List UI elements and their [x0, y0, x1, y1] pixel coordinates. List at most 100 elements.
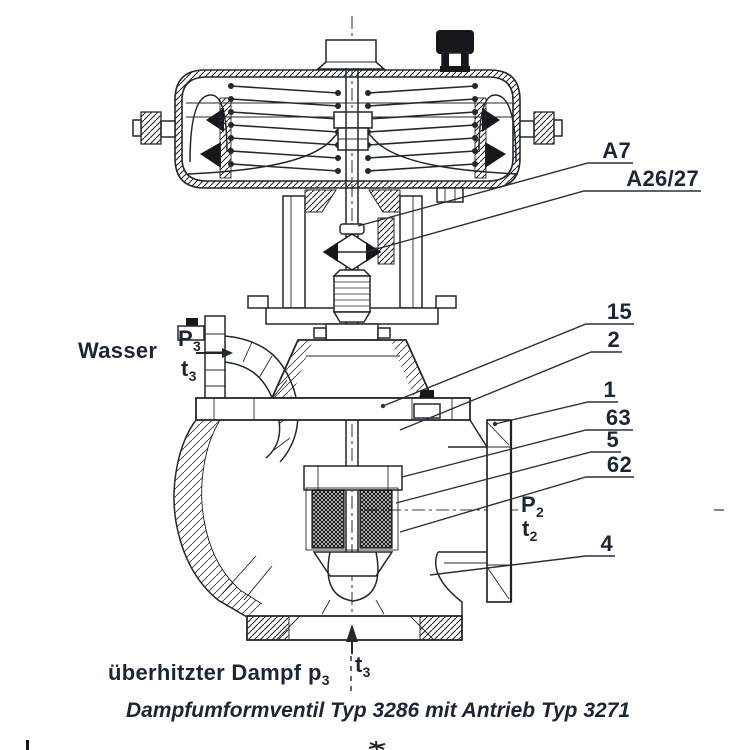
vent-plug-cap — [436, 30, 474, 54]
outlet-pressure-label: P2 — [521, 492, 544, 520]
coupling-bevel-bottom — [332, 311, 372, 323]
clamp-bolt — [177, 325, 205, 341]
actuator-top-boss — [316, 39, 386, 70]
part-label-a26-27: A26/27 — [626, 166, 699, 191]
yoke-column-left — [282, 195, 306, 309]
fitting-tip — [132, 119, 142, 137]
part-label-2: 2 — [607, 327, 620, 352]
flange-diagonal — [275, 615, 301, 641]
actuator-side-fitting-left — [132, 111, 176, 145]
water-pipe-outer — [224, 335, 299, 463]
steam-inlet-label: überhitzter Dampf — [108, 660, 302, 685]
flange-bolt — [413, 403, 441, 419]
leader-a7 — [357, 162, 633, 227]
part-label-63: 63 — [606, 405, 631, 430]
perforated-cage-left — [311, 489, 345, 549]
steam-pressure-label: p3 — [308, 660, 330, 688]
yoke — [247, 189, 457, 325]
water-inlet-label: Wasser — [78, 338, 157, 363]
yoke-bolt-right — [435, 295, 457, 309]
part-label-a7: A7 — [602, 138, 631, 163]
bonnet — [270, 323, 434, 399]
cage-outline — [305, 487, 399, 551]
outlet-neck-diagonal — [469, 419, 488, 448]
labels: A7 A26/27 15 2 1 63 5 62 4 Wasser P3 t3 … — [78, 138, 699, 722]
fitting-stub — [519, 120, 535, 138]
outlet-flange — [486, 419, 513, 603]
body-inner-left — [201, 419, 263, 605]
bottom-flange-hatch — [419, 615, 463, 641]
diaphragm-dish-left — [187, 127, 345, 175]
figure-caption: Dampfumformventil Typ 3286 mit Antrieb T… — [126, 699, 630, 722]
stem-nut-upper — [333, 111, 373, 129]
water-flange — [204, 315, 226, 403]
packing-gland — [325, 323, 379, 341]
flange-bolt-cap — [420, 390, 434, 398]
part-label-62: 62 — [607, 452, 632, 477]
cage-top-plate — [303, 465, 403, 491]
diaphragm-dish-right — [361, 127, 519, 175]
leader-1 — [494, 401, 618, 425]
valve-body — [173, 390, 513, 641]
plug-guide — [321, 599, 331, 615]
bottom-inlet-flange — [246, 615, 463, 641]
perforated-cage-right — [359, 489, 393, 549]
leader-4 — [429, 555, 615, 576]
clamp-wedge — [200, 142, 221, 168]
water-flow-arrow-head — [222, 348, 233, 358]
yoke-hatch-left — [304, 189, 337, 213]
water-pressure-label: P3 — [178, 326, 201, 354]
shell-bolt — [436, 187, 464, 203]
gland-lug — [377, 327, 391, 339]
valve-trim — [303, 465, 403, 615]
clamp-wedge — [482, 108, 500, 132]
leader-62 — [399, 476, 634, 533]
coupling-bevel-top — [332, 269, 372, 277]
yoke-column-right — [399, 195, 423, 309]
leader-5 — [395, 451, 621, 504]
vent-plug-bar-right — [461, 53, 468, 69]
flange-tab-diagonal — [486, 566, 510, 600]
body-wall-hatch-left — [174, 420, 262, 617]
steam-flow-arrow-head — [346, 624, 358, 642]
flange-tab-diagonal — [486, 421, 510, 446]
fitting-bolt — [533, 111, 555, 145]
leader-a26-27 — [365, 190, 701, 253]
vent-plug — [436, 30, 474, 72]
bonnet-wall-hatch-right — [391, 340, 432, 398]
stem-connector-wedge — [324, 242, 338, 262]
clamp-wedge — [485, 142, 506, 168]
body-section-lines — [221, 555, 273, 601]
seat-ring — [312, 551, 394, 577]
part-label-5: 5 — [606, 427, 619, 452]
clamp-wedge — [206, 108, 224, 132]
leader-dot — [492, 421, 498, 427]
leader-lines — [357, 162, 701, 576]
knurl-lines — [334, 281, 370, 307]
fitting-bolt — [140, 111, 162, 145]
part-label-4: 4 — [600, 531, 613, 556]
stem-connector-wedge — [366, 242, 380, 262]
actuator-springs-right — [365, 83, 478, 174]
fitting-tip — [553, 119, 563, 137]
part-label-1: 1 — [603, 377, 616, 402]
body-outline-left — [173, 419, 248, 618]
bottom-flange-hatch — [246, 615, 290, 641]
actuator-shell — [174, 69, 521, 189]
bonnet-wall-hatch-left — [272, 340, 313, 398]
cut-mark-left — [26, 740, 29, 750]
steam-temperature-label: t3 — [355, 652, 371, 680]
vent-plug-base — [440, 66, 470, 72]
water-inlet — [177, 315, 299, 463]
leader-dot — [380, 403, 386, 409]
outlet-temperature-label: t2 — [522, 516, 538, 544]
leader-2 — [399, 351, 622, 431]
flow-arrows — [196, 348, 358, 696]
flange-diagonal — [409, 615, 435, 641]
plug-guide — [375, 599, 385, 615]
clamp-bolt-cap — [186, 318, 198, 326]
actuator-side-fitting-right — [519, 111, 563, 145]
part-label-15: 15 — [607, 299, 632, 324]
